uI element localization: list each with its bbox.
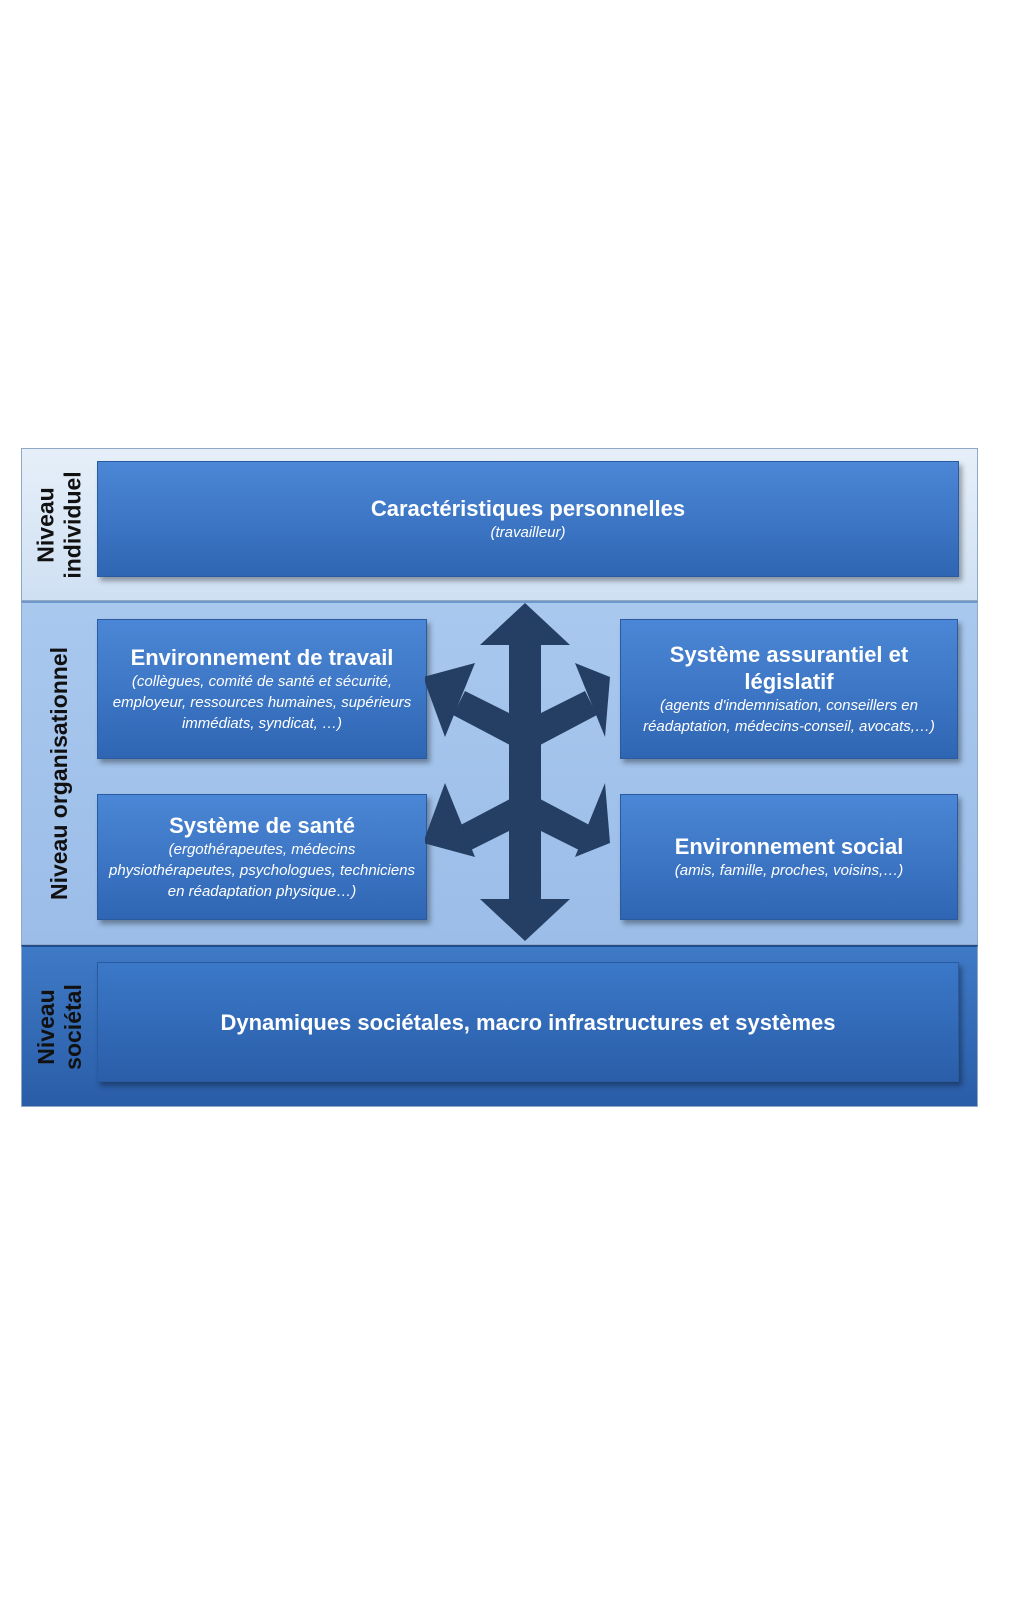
social-environment-title: Environnement social [674,834,904,859]
arrow-head-upper-left [425,663,475,737]
arrow-shaft-lower-left [453,791,525,853]
work-environment-box: Environnement de travail (collègues, com… [97,619,427,759]
individual-level-label-container: Niveau individuel [22,449,98,600]
insurance-legislative-box: Système assurantiel et législatif (agent… [620,619,958,759]
arrow-head-up [480,603,570,645]
personal-characteristics-subtitle: (travailleur) [490,524,566,541]
health-system-subtitle: (ergothérapeutes, médecins physiothérape… [108,841,416,900]
societal-dynamics-title: Dynamiques sociétales, macro infrastruct… [220,1009,836,1035]
health-system-title: Système de santé [169,813,355,838]
arrow-shaft-upper-left [453,691,525,753]
personal-characteristics-box: Caractéristiques personnelles (travaille… [97,461,959,577]
arrow-shaft-upper-right [525,691,597,753]
societal-dynamics-box: Dynamiques sociétales, macro infrastruct… [97,962,959,1082]
social-environment-subtitle: (amis, famille, proches, voisins,…) [674,862,904,879]
arrow-shaft-vertical [509,643,541,901]
social-environment-box: Environnement social (amis, famille, pro… [620,794,958,920]
societal-level-label-container: Niveau sociétal [22,947,98,1106]
societal-level-label: Niveau sociétal [33,983,87,1070]
arrow-head-lower-right [575,783,610,857]
personal-characteristics-title: Caractéristiques personnelles [370,496,686,521]
insurance-legislative-title: Système assurantiel et législatif [669,642,909,694]
insurance-legislative-subtitle: (agents d'indemnisation, conseillers en … [643,697,935,735]
organizational-level-label: Niveau organisationnel [46,646,73,901]
arrow-head-upper-right [575,663,610,737]
work-environment-title: Environnement de travail [130,645,394,670]
work-environment-subtitle: (collègues, comité de santé et sécurité,… [112,673,412,732]
organizational-level-label-container: Niveau organisationnel [22,603,98,944]
arrow-head-lower-left [425,783,475,857]
arrow-shaft-lower-right [525,791,597,853]
arrow-head-down [480,899,570,941]
six-way-arrow-icon [425,603,610,941]
health-system-box: Système de santé (ergothérapeutes, médec… [97,794,427,920]
individual-level-label: Niveau individuel [33,470,87,579]
